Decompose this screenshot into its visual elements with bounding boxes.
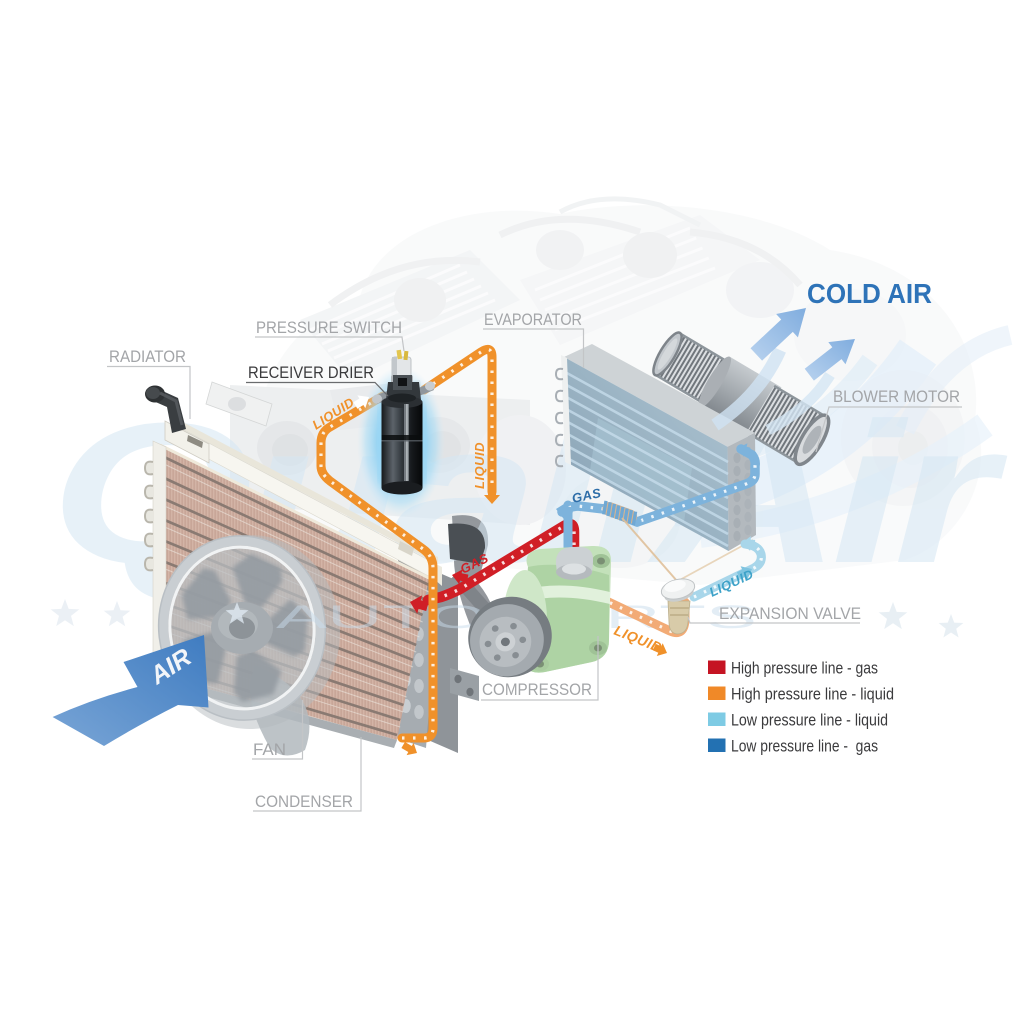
- svg-text:RADIATOR: RADIATOR: [109, 347, 186, 366]
- svg-text:RECEIVER DRIER: RECEIVER DRIER: [248, 363, 374, 382]
- svg-text:EXPANSION VALVE: EXPANSION VALVE: [719, 604, 861, 623]
- svg-text:Low pressure line - gas: Low pressure line - gas: [731, 738, 878, 756]
- svg-text:High pressure line - liquid: High pressure line - liquid: [731, 686, 894, 704]
- svg-text:GAS: GAS: [571, 485, 603, 506]
- svg-text:EVAPORATOR: EVAPORATOR: [484, 310, 582, 329]
- svg-text:BLOWER MOTOR: BLOWER MOTOR: [833, 387, 960, 406]
- svg-text:FAN: FAN: [253, 740, 286, 759]
- svg-text:CONDENSER: CONDENSER: [255, 792, 353, 811]
- svg-text:COLD AIR: COLD AIR: [807, 278, 932, 309]
- svg-text:LIQUID: LIQUID: [472, 442, 487, 489]
- svg-text:PRESSURE SWITCH: PRESSURE SWITCH: [256, 318, 402, 337]
- svg-text:Low pressure line - liquid: Low pressure line - liquid: [731, 712, 888, 730]
- svg-text:COMPRESSOR: COMPRESSOR: [482, 680, 592, 699]
- svg-text:High pressure line - gas: High pressure line - gas: [731, 660, 878, 678]
